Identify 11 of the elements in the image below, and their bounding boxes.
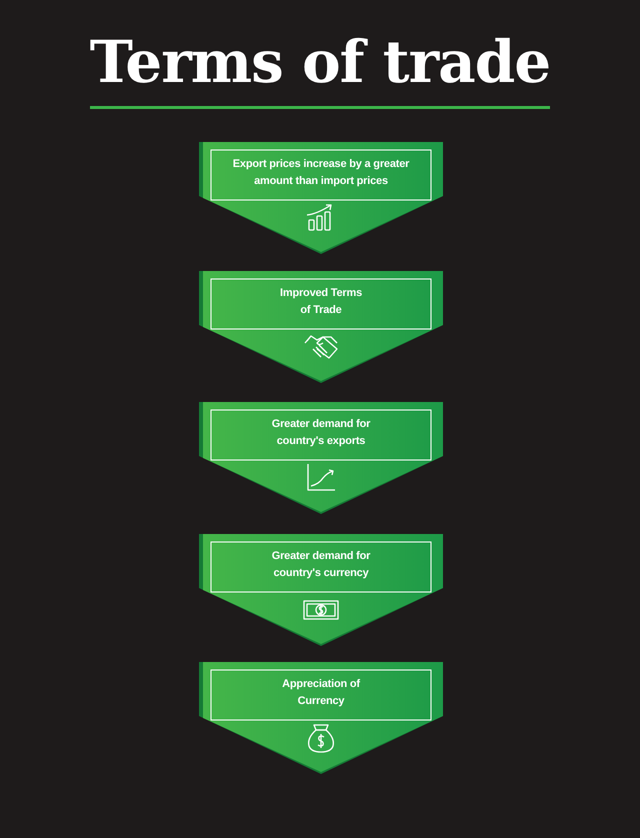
step-text: Greater demand for country's currency [270,549,372,581]
step-text: Export prices increase by a greater amount than import prices [232,157,410,189]
chevron-box [199,271,443,383]
chevron-box [199,402,443,514]
title: Terms of trade [88,28,552,96]
step-text: Appreciation of Currency [281,677,361,709]
step-text: Greater demand for country's exports [270,417,372,449]
step-text: Improved Terms of Trade [279,286,363,318]
chevron-box [199,534,443,646]
chevron-box [199,142,443,254]
chevron-box [199,662,443,774]
